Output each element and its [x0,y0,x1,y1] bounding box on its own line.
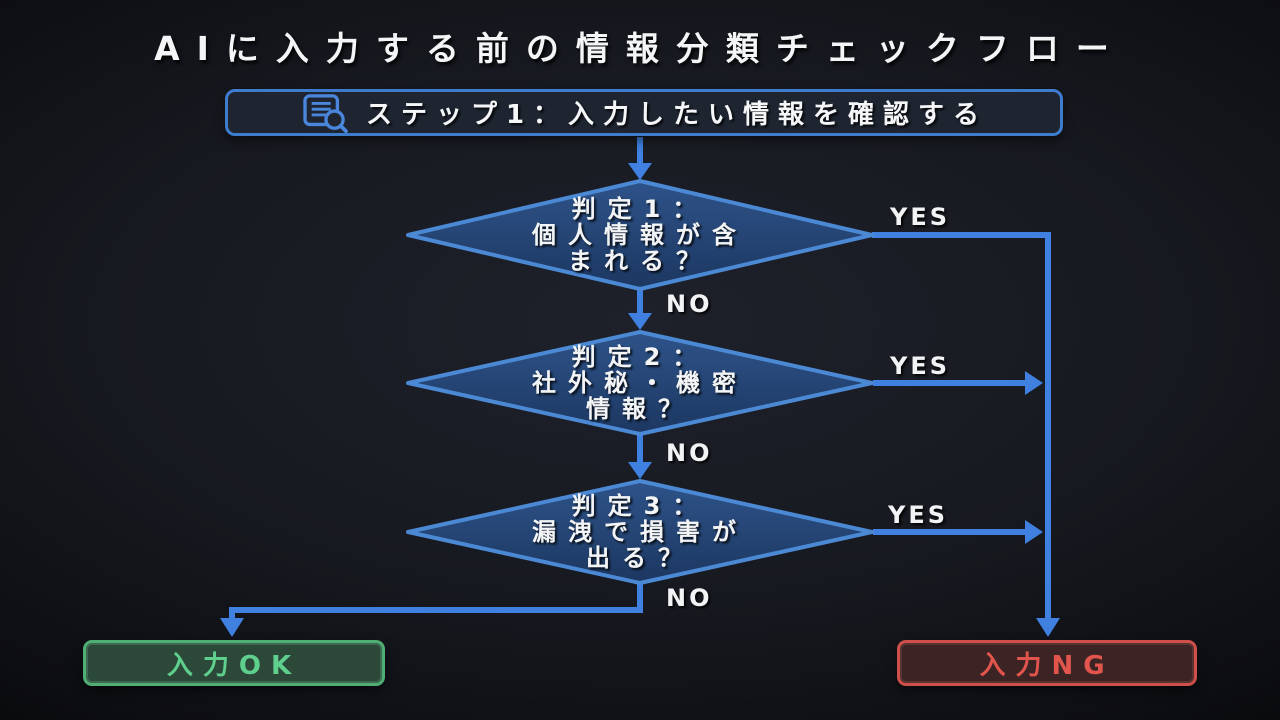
decision-3-no-label: NO [666,584,713,612]
outcome-ng-node: 入力NG [897,640,1197,686]
outcome-ok-label: 入力OK [166,650,302,681]
arrowhead-to-ng [1036,618,1060,637]
step1-node: ステップ1：入力したい情報を確認する [225,89,1063,136]
page-title: AIに入力する前の情報分類チェックフロー [154,29,1126,68]
decision-3-yes-label: YES [888,501,949,529]
decision-3-shape [406,479,874,585]
arrowhead-decision2-yes [1025,371,1043,395]
decision-1-yes-label: YES [890,203,951,231]
arrowhead-to-decision1 [628,163,652,180]
connector-decision3-no [229,583,643,621]
decision-2-no-label: NO [666,439,713,467]
decision-1-no-label: NO [666,290,713,318]
decision-2-shape [406,330,874,436]
outcome-ng-label: 入力NG [979,650,1115,681]
arrowhead-decision3-yes [1025,520,1043,544]
outcome-ok-node: 入力OK [83,640,385,686]
arrowhead-to-ok [220,618,244,637]
decision-1-shape [406,179,874,291]
decision-2-yes-label: YES [890,352,951,380]
arrowhead-to-decision3 [628,462,652,479]
arrowhead-to-decision2 [628,313,652,330]
connector-decision1-yes [872,232,1051,621]
step1-label: ステップ1：入力したい情報を確認する [365,100,989,130]
document-search-icon [300,93,350,133]
